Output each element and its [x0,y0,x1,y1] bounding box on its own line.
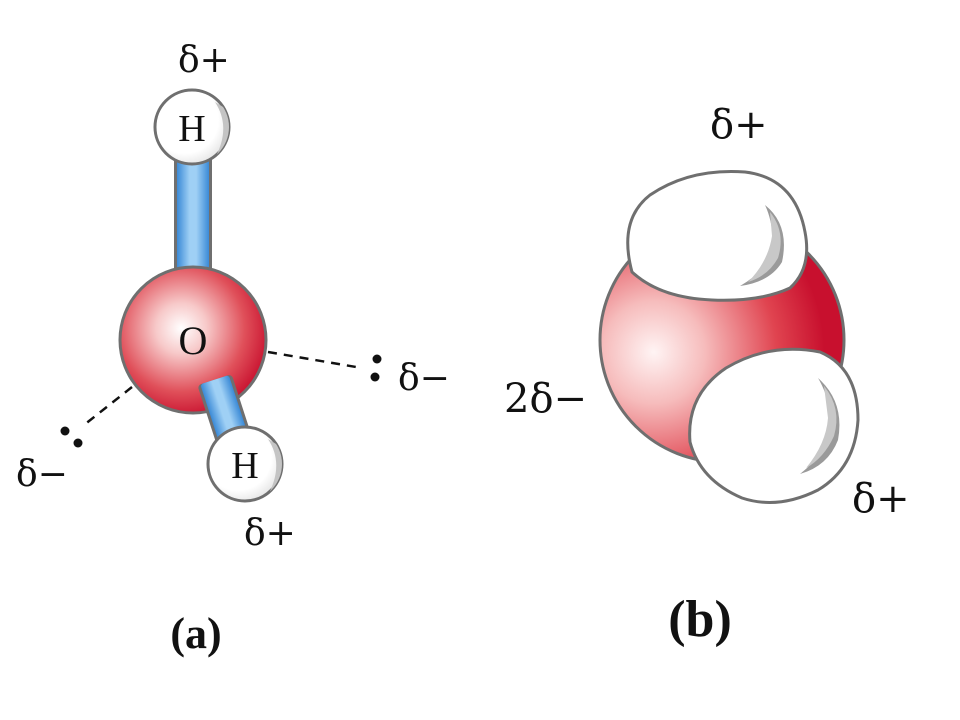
hydrogen-sphere-top [626,170,809,302]
lone-pair-right [370,354,382,382]
oxygen-label: O [179,318,208,363]
panel-b: δ+ δ+ 2δ− (b) [504,102,910,648]
charge-top-h-b: δ+ [710,102,768,148]
hydrogen-bottom-label: H [231,445,258,487]
lone-pair-dash-right [267,350,363,370]
hydrogen-top-label: H [178,108,205,150]
lone-pair-dash-left [83,386,133,426]
charge-lone-pair-right: δ− [398,358,450,399]
lone-pair-left [60,426,83,448]
bond-top [174,150,212,280]
hydrogen-sphere-bottom [688,347,860,504]
charge-lone-pair-left: δ− [16,454,68,495]
panel-a: O H H δ+ δ+ δ− δ− (a) [16,40,450,658]
hydrogen-atom-top [153,88,231,166]
hydrogen-atom-bottom [206,425,284,503]
charge-bottom-h-b: δ+ [852,476,910,522]
charge-oxygen-b: 2δ− [504,376,587,422]
charge-bottom-h-a: δ+ [244,513,296,554]
charge-top-h-a: δ+ [178,40,230,81]
panel-b-label: (b) [668,591,732,648]
panel-a-label: (a) [170,609,221,658]
